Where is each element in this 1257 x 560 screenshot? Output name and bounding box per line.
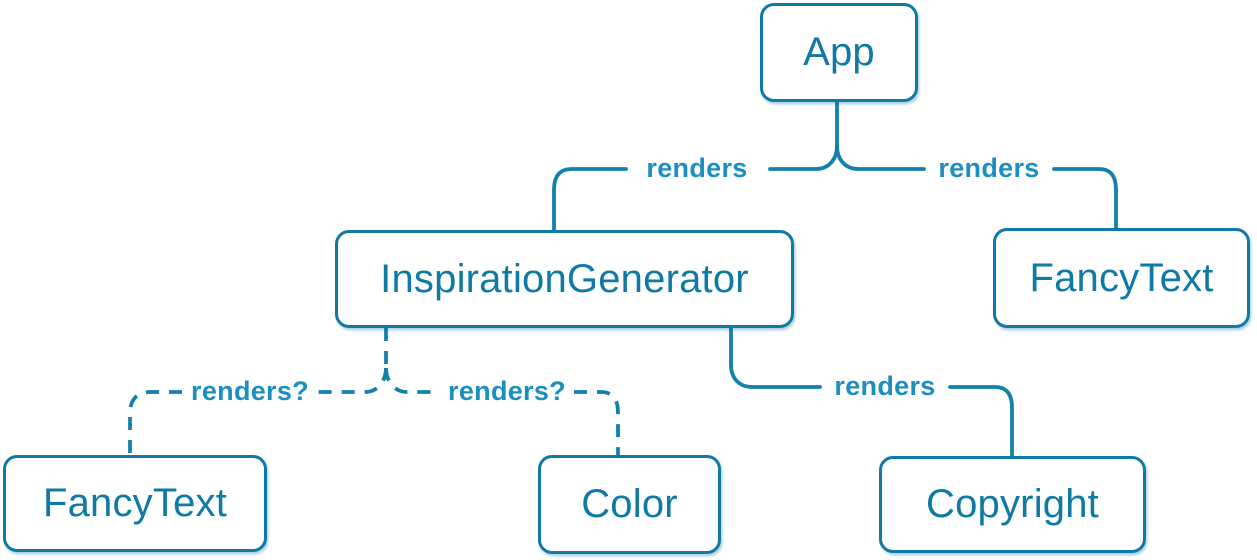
solid-edges [552,100,1118,458]
edge-label-app-fancytext-renders: renders [931,153,1047,184]
node-color: Color [538,455,721,554]
edge-ig-color-dashed [384,367,440,394]
node-app: App [760,3,918,102]
edge-app-fancytext-2 [1052,167,1118,230]
node-app-label: App [803,30,875,74]
node-inspiration-generator: InspirationGenerator [335,230,794,328]
edge-ig-fancytext-dashed-2 [128,390,182,455]
node-fancytext-left: FancyText [3,455,267,552]
edge-app-inspirationgenerator-2 [552,167,628,232]
node-fancytext-right: FancyText [993,228,1250,328]
node-copyright-label: Copyright [926,482,1099,526]
dashed-edges [128,328,620,455]
edge-label-app-ig-renders: renders [639,153,755,184]
edge-app-inspirationgenerator [768,100,839,171]
edge-label-ig-copyright-renders: renders [827,371,943,402]
edge-ig-fancytext-dashed [318,367,388,394]
node-fancytext-right-label: FancyText [1029,255,1214,300]
edge-label-ig-color-renders: renders? [441,376,573,407]
edge-app-fancytext [835,144,926,171]
node-fancytext-left-label: FancyText [42,481,228,525]
node-copyright: Copyright [879,456,1146,553]
node-inspiration-generator-label: InspirationGenerator [380,256,749,301]
edge-label-ig-fancytext-renders: renders? [184,376,316,407]
node-color-label: Color [581,482,678,526]
edge-ig-copyright-2 [948,385,1014,458]
edge-ig-copyright [729,326,822,389]
edge-ig-color-dashed-2 [574,390,620,455]
